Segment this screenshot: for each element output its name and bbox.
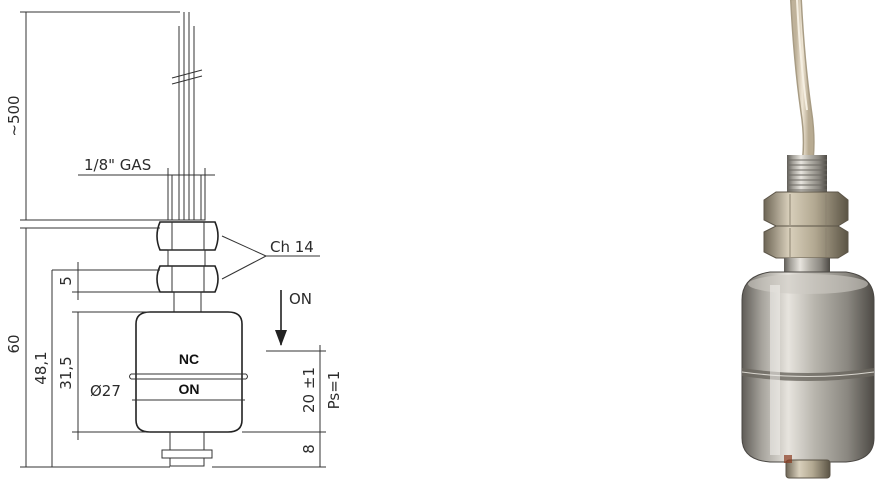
dimension-lines xyxy=(20,11,326,468)
dim-diameter: Ø27 xyxy=(90,382,121,400)
upper-nut-image xyxy=(763,191,849,227)
bottom-stop-image xyxy=(785,459,831,479)
on-arrow-icon xyxy=(275,330,287,346)
cable-lines xyxy=(171,12,203,220)
dim-hex: Ch 14 xyxy=(270,238,314,256)
lower-nut-image xyxy=(763,225,849,259)
dim-bottom: 8 xyxy=(300,444,318,454)
upper-hex-nut xyxy=(156,221,219,251)
float-image xyxy=(741,271,875,463)
product-photo xyxy=(741,0,875,479)
on-float-label: ON xyxy=(179,381,200,397)
dim-float-travel: 31,5 xyxy=(57,356,75,389)
bottom-stop xyxy=(161,431,213,467)
dim-switch-point: 20 ±1 xyxy=(300,367,318,413)
dim-thread: 1/8" GAS xyxy=(84,156,151,174)
dim-float-height: 48,1 xyxy=(32,351,50,384)
dim-specific-gravity: Ps=1 xyxy=(325,371,343,410)
lower-hex-nut xyxy=(156,265,219,293)
dim-nut-height: 5 xyxy=(57,276,75,286)
float-stem xyxy=(173,291,202,313)
float-body xyxy=(129,311,248,433)
nc-label: NC xyxy=(179,351,199,367)
thread-stem xyxy=(167,174,206,221)
mid-stem xyxy=(167,249,206,267)
dim-total-height: 60 xyxy=(5,334,23,353)
dim-cable-length: ~500 xyxy=(5,95,23,136)
on-arrow-label: ON xyxy=(289,290,312,308)
float-switch-schematic: NC ON xyxy=(129,12,248,467)
